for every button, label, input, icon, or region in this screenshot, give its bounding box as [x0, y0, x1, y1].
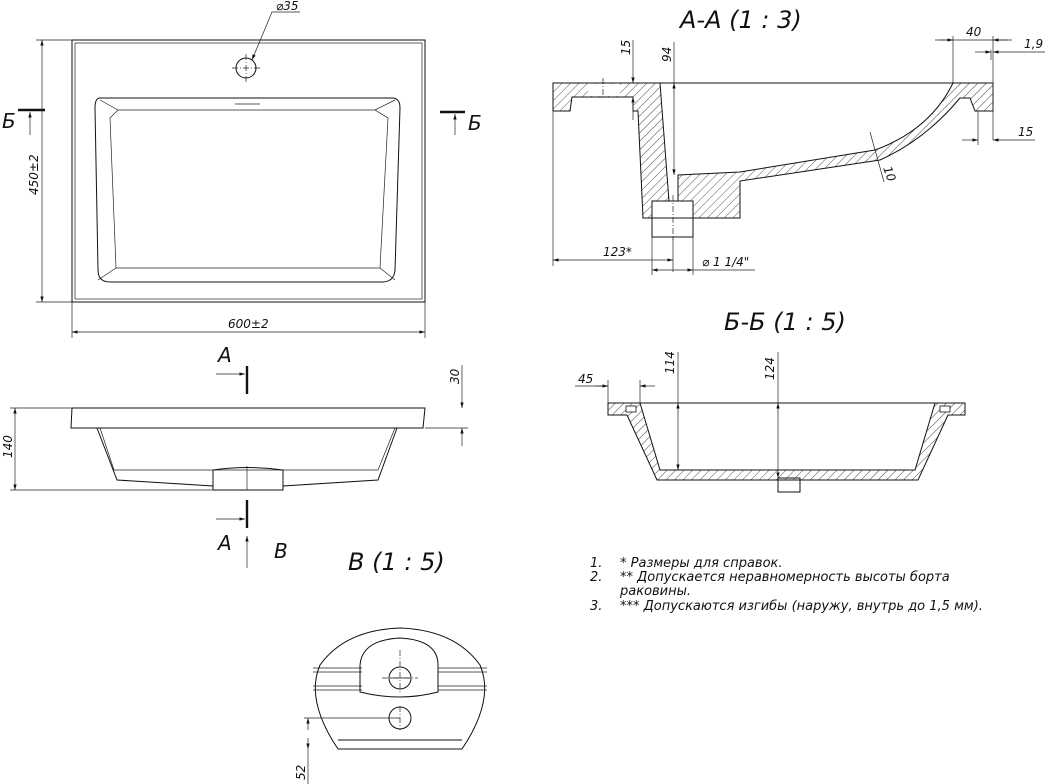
detail-b: В (1 : 5) 52 [294, 548, 487, 784]
note-number: 2. [590, 570, 602, 585]
note-text: ** Допускается неравномерность высоты бо… [620, 570, 950, 585]
section-mark-right: Б [468, 111, 482, 135]
dim-rim: 30 [448, 368, 462, 384]
plan-view: ⌀35 600±2 450±2 Б Б [2, 0, 482, 338]
note-text: * Размеры для справок. [620, 556, 783, 571]
sink-outline [71, 39, 426, 303]
notes: 1. * Размеры для справок. 2. ** Допускае… [590, 556, 983, 614]
dim-edge-offset: 1,9 [1024, 37, 1043, 51]
dim-drain-diameter: ⌀ 1 1/4" [702, 255, 749, 269]
front-view: 140 30 А А В [1, 343, 468, 568]
view-mark: В [274, 539, 288, 563]
dim-drain-offset: 123* [603, 245, 632, 259]
section-aa-title: А-А (1 : 3) [678, 6, 802, 34]
note-number: 3. [590, 599, 602, 614]
detail-b-title: В (1 : 5) [348, 548, 445, 576]
dim-depth: 450±2 [27, 154, 41, 195]
dim-rim-width: 45 [578, 372, 593, 386]
bowl-wall-section [607, 402, 966, 481]
dim-width: 600±2 [228, 317, 269, 331]
dim-height: 140 [1, 435, 15, 458]
note-number: 1. [590, 556, 602, 571]
dim-overflow: 52 [294, 765, 308, 780]
section-aa: А-А (1 : 3) 15 94 40 1,9 15 10 [552, 6, 1045, 275]
section-mark-left: Б [2, 109, 16, 133]
bowl-floor-section [677, 82, 994, 219]
section-bb-title: Б-Б (1 : 5) [724, 308, 846, 336]
dim-wall-thickness: 10 [880, 164, 899, 183]
bowl-outline [94, 97, 401, 283]
section-bb: Б-Б (1 : 5) 45 114 124 [575, 308, 966, 493]
dim-rim-thickness: 15 [619, 40, 633, 55]
left-wall-section [552, 82, 670, 219]
drain [651, 200, 694, 238]
dim-center-depth: 124 [763, 357, 777, 380]
note-text: раковины. [619, 584, 691, 599]
dim-hole-diameter: ⌀35 [276, 0, 299, 13]
section-mark-top: А [216, 343, 232, 367]
note-text: *** Допускаются изгибы (наружу, внутрь д… [620, 599, 983, 614]
dim-edge-width: 40 [966, 25, 982, 39]
dim-inner-depth: 114 [663, 351, 677, 374]
rim-outline [70, 407, 426, 429]
section-mark-bottom: А [216, 531, 232, 555]
dim-bowl-depth: 94 [660, 47, 674, 62]
dim-edge-depth: 15 [1018, 125, 1033, 139]
